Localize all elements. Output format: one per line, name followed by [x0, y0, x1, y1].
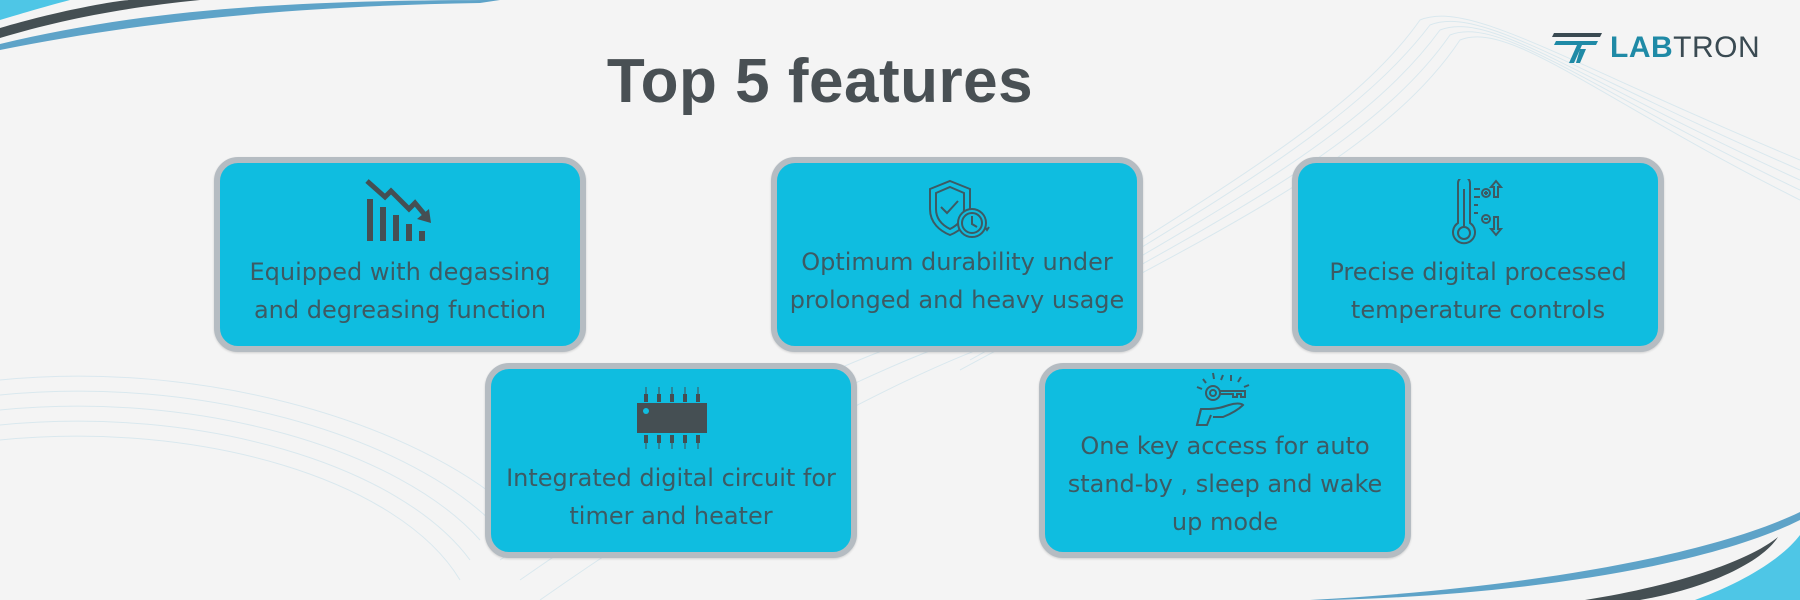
- feature-card-durability: Optimum durability under prolonged and h…: [771, 157, 1143, 352]
- feature-text: Optimum durability under prolonged and h…: [789, 248, 1125, 314]
- logo-text: LABTRON: [1610, 31, 1761, 64]
- feature-text: Precise digital processed temperature co…: [1329, 258, 1627, 324]
- feature-card-circuit: Integrated digital circuit for timer and…: [485, 363, 857, 558]
- feature-card-one-key: One key access for auto stand-by , sleep…: [1039, 363, 1411, 558]
- thermometer-icon: [1448, 173, 1508, 251]
- decline-chart-icon: [365, 173, 435, 251]
- labtron-logo: LABTRON: [1552, 28, 1760, 68]
- shield-clock-icon: [922, 173, 992, 251]
- key-hand-icon: [1193, 369, 1257, 429]
- labtron-mark-icon: [1552, 33, 1602, 63]
- feature-text: Integrated digital circuit for timer and…: [506, 464, 836, 530]
- feature-text: One key access for auto stand-by , sleep…: [1067, 432, 1383, 536]
- page-title: Top 5 features: [606, 47, 1034, 116]
- feature-card-degassing: Equipped with degassing and degreasing f…: [214, 157, 586, 352]
- feature-card-temperature: Precise digital processed temperature co…: [1292, 157, 1664, 352]
- chip-icon: [635, 379, 707, 457]
- feature-text: Equipped with degassing and degreasing f…: [249, 258, 551, 324]
